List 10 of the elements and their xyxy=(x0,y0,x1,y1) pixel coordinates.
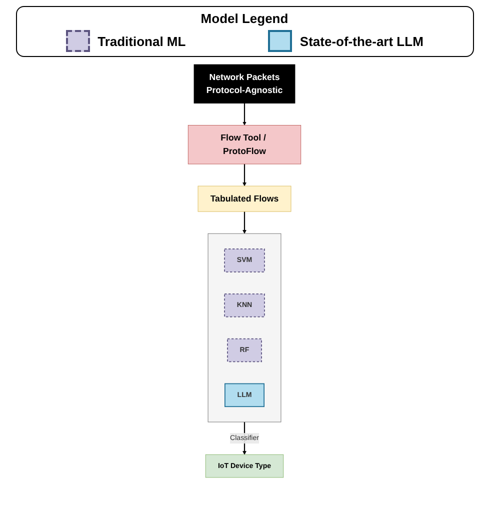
arrow xyxy=(242,103,246,126)
arrow xyxy=(242,212,246,234)
legend-label: Traditional ML xyxy=(98,34,186,48)
cluster xyxy=(208,233,282,422)
legend-title: Model Legend xyxy=(200,11,290,26)
legend-label: State-of-the-art LLM xyxy=(300,34,424,48)
node-box: Flow Tool / ProtoFlow xyxy=(188,125,302,164)
node-box: Tabulated Flows xyxy=(198,186,292,212)
node-box: Network Packets Protocol-Agnostic xyxy=(194,64,296,104)
arrow xyxy=(242,164,246,186)
